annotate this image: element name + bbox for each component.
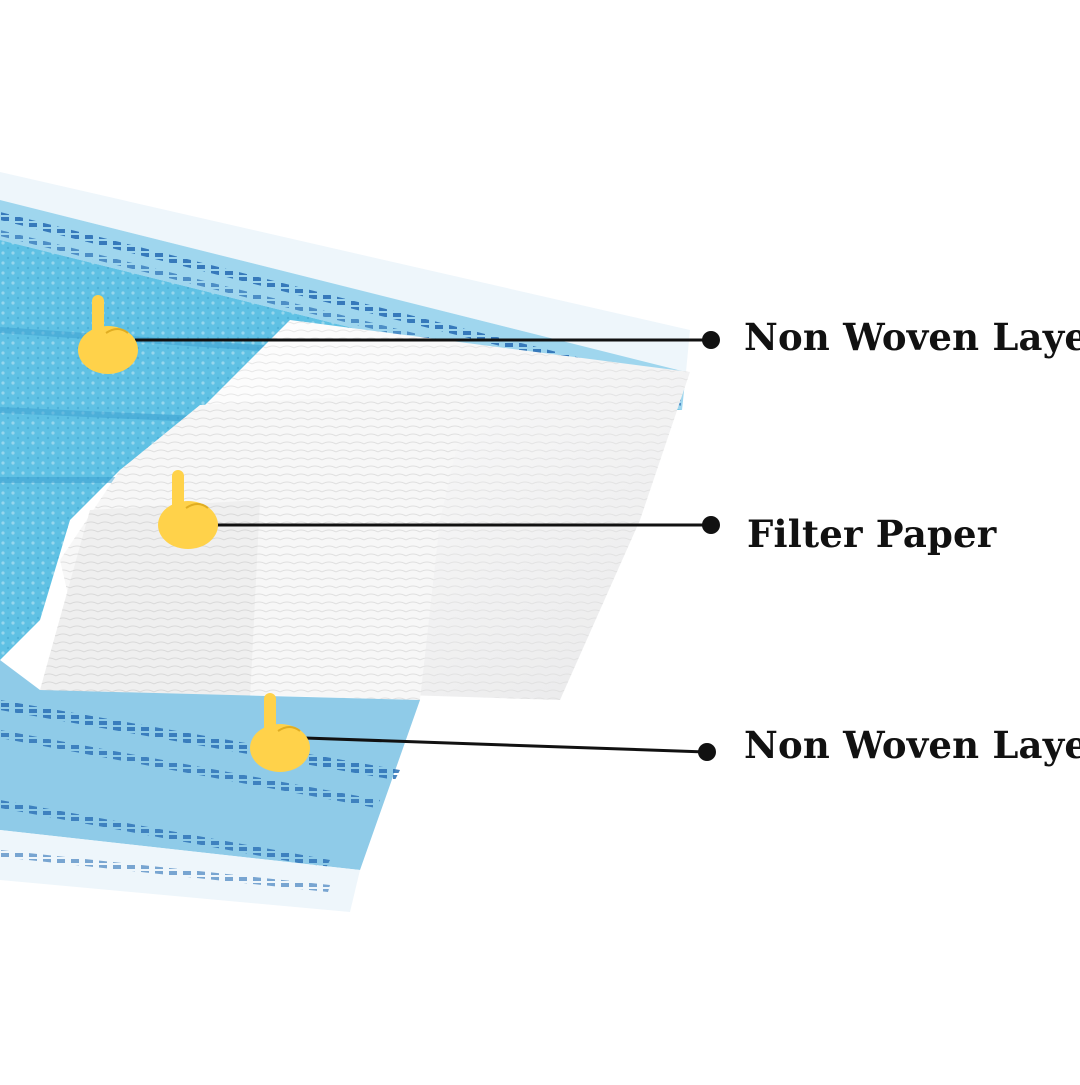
label-non-woven-layer-bottom: Non Woven Layer: [744, 723, 1080, 767]
callout-dot-icon: [698, 743, 716, 761]
pointing-hand-icon: [250, 693, 310, 772]
mask-bottom-band: [0, 660, 420, 870]
callout-dot-icon: [702, 516, 720, 534]
pointing-hand-icon: [78, 295, 138, 374]
label-non-woven-layer-top: Non Woven Layer: [744, 315, 1080, 359]
callout-line-bottom: [304, 736, 707, 754]
pointing-hand-icon: [158, 470, 218, 549]
callout-dot-icon: [702, 331, 720, 349]
mask-top-edge: [0, 172, 690, 372]
label-filter-paper: Filter Paper: [747, 512, 997, 556]
